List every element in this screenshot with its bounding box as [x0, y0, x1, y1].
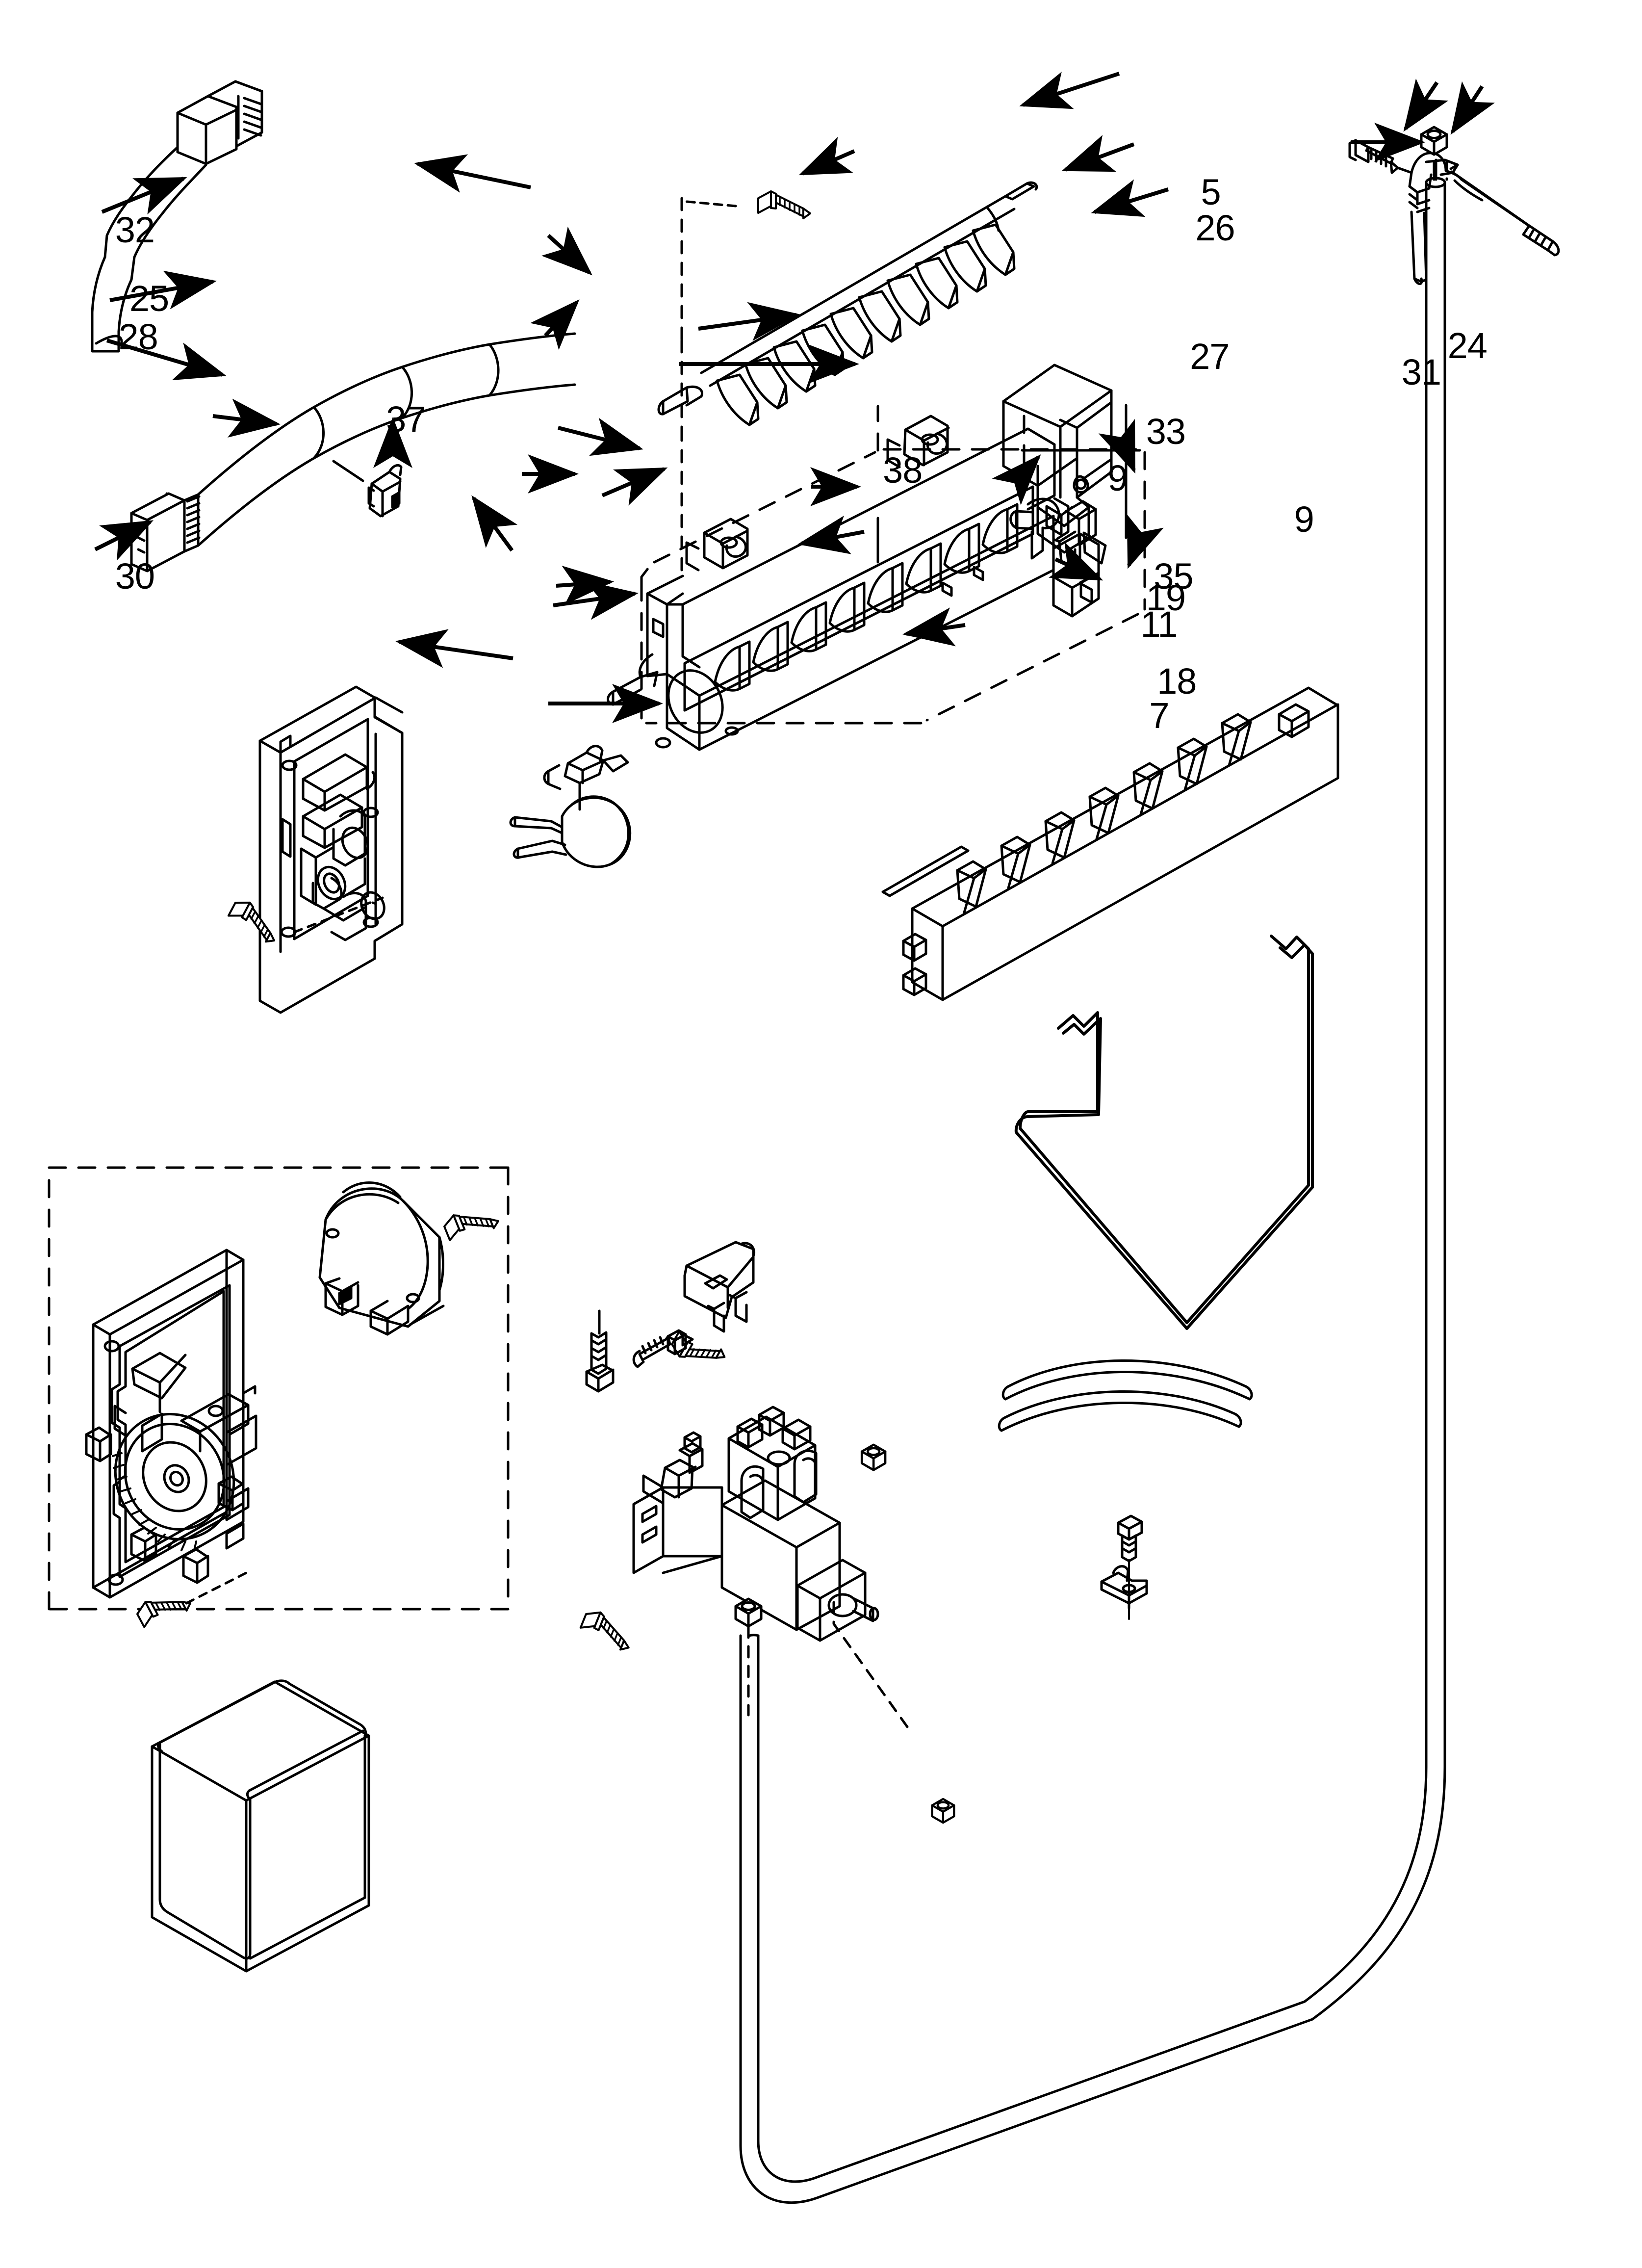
part-7-main-water-tube — [739, 158, 1446, 2204]
callout-38: 38 — [883, 450, 923, 491]
part-28-screw — [226, 897, 384, 945]
part-3-water-tube-upper — [1001, 1359, 1253, 1401]
part-19-screw — [579, 1608, 637, 1652]
part-10-water-inlet-valve — [632, 1406, 879, 1642]
part-32-wire-harness — [91, 80, 576, 573]
callout-11b: 11 — [1140, 604, 1178, 645]
part-40b-nut — [832, 1601, 954, 1823]
callout-5: 5 — [1201, 172, 1221, 212]
callout-35: 35 — [1154, 556, 1193, 597]
part-33-fill-cup-bracket — [683, 1241, 755, 1333]
part-26-shaft-coupler — [543, 745, 629, 811]
leader-lines — [94, 72, 1495, 723]
callout-30: 30 — [115, 556, 155, 597]
part-11a-nut — [1421, 127, 1448, 181]
callout-33: 33 — [1146, 411, 1186, 452]
dashed-group-module — [48, 1166, 510, 1611]
callout-18: 18 — [1157, 661, 1197, 702]
part-40a-nut — [862, 1445, 885, 1470]
part-1-screw-fill-tube — [1348, 139, 1413, 174]
callout-7: 7 — [1149, 695, 1169, 736]
part-4-water-tube-lower — [998, 1390, 1242, 1432]
part-5-wire-harness-clip — [332, 460, 403, 518]
callout-9a: 9 — [1107, 458, 1128, 498]
callout-24: 24 — [1447, 325, 1488, 366]
part-24-ice-stripper — [881, 686, 1339, 1001]
part-2-water-fill-tube-arm — [1408, 152, 1560, 285]
callout-28: 28 — [118, 316, 158, 357]
callout-25: 25 — [129, 278, 169, 319]
part-25-housing-cover — [258, 685, 404, 1014]
part-37-icemaker-motor — [318, 1181, 445, 1336]
part-9a-screw — [585, 1309, 615, 1393]
part-9b-screw — [632, 1327, 727, 1376]
part-30-screw — [134, 1569, 252, 1632]
part-23-ejector-auger — [657, 181, 1038, 426]
part-35-icemaker-module — [85, 1249, 257, 1599]
callout-37: 37 — [386, 399, 426, 440]
callout-31: 31 — [1401, 352, 1441, 392]
callout-19: 19 — [1146, 577, 1186, 618]
callout-9b: 9 — [1294, 499, 1314, 540]
part-27-thermostat-motor — [509, 795, 632, 868]
part-31-shutoff-arm-wire — [1014, 935, 1314, 1330]
part-16-tube-clamp — [1100, 1559, 1148, 1620]
callout-32: 32 — [115, 209, 155, 250]
part-18-insulation-cover — [151, 1679, 370, 1973]
part-9c-screw — [1117, 1514, 1143, 1563]
callout-26: 26 — [1195, 208, 1235, 248]
part-11b-nut — [736, 1599, 761, 1717]
callout-27: 27 — [1190, 336, 1230, 377]
part-38-screw — [442, 1200, 500, 1245]
part-6-screw — [680, 191, 810, 577]
